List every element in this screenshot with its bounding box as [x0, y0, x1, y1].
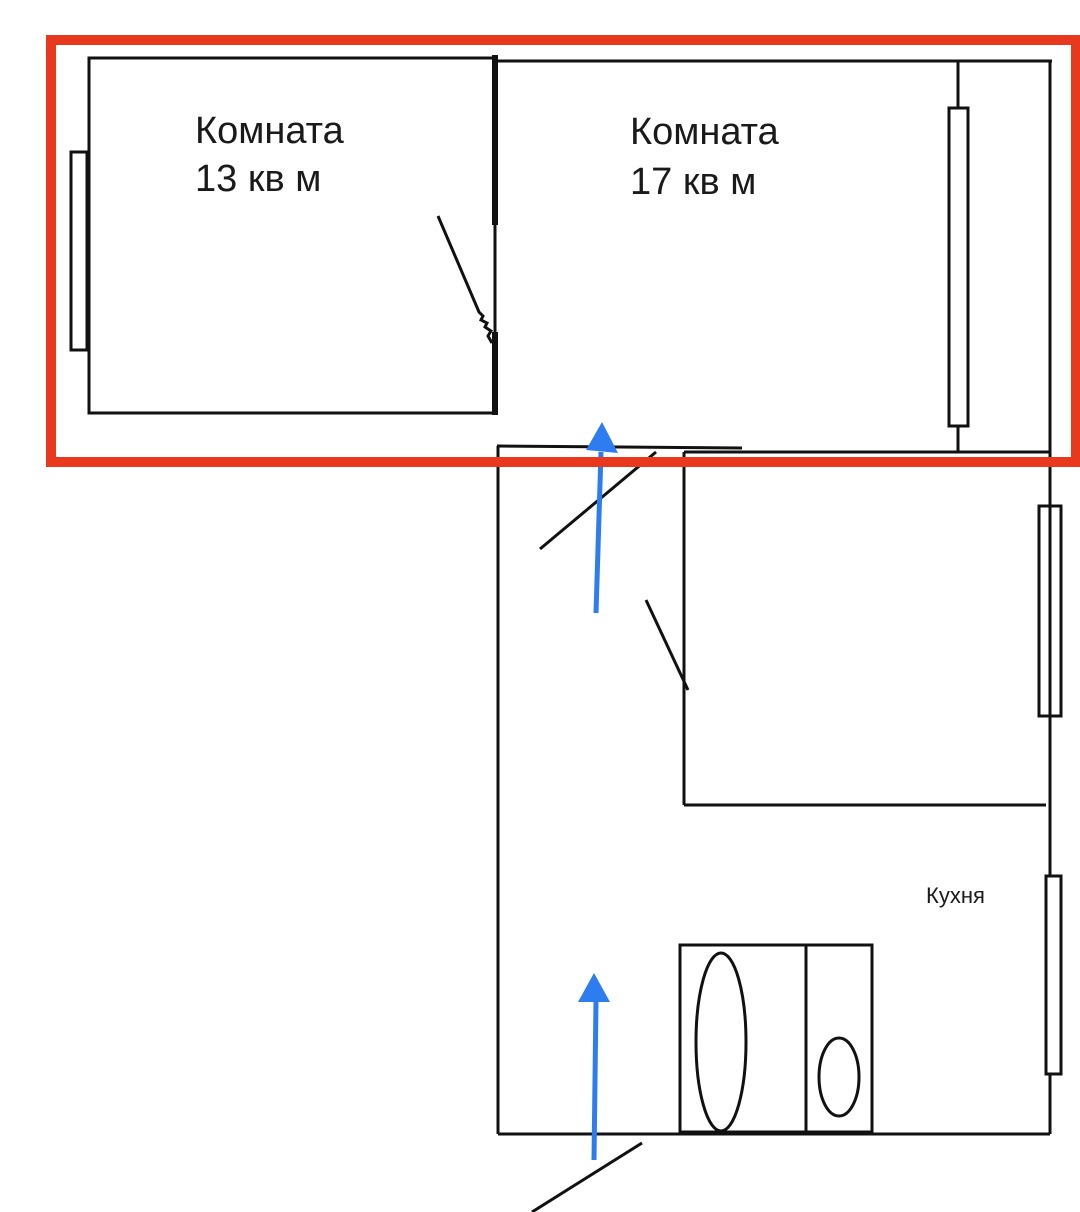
corridor-walls: [496, 446, 1052, 1136]
room-17-label-line1: Комната: [630, 111, 780, 153]
middle-room-door-swing: [644, 599, 690, 691]
room-13-walls: [87, 56, 497, 415]
left-window: [69, 150, 89, 352]
kitchen-window: [1044, 874, 1063, 1076]
arrow-up-icon: [586, 422, 618, 614]
room-17-window: [947, 106, 970, 428]
bath-fixtures: [678, 943, 874, 1134]
bathtub-icon: [694, 951, 748, 1133]
entrance-door-swing: [531, 1141, 643, 1212]
door-13-swing: [436, 215, 494, 344]
middle-room-walls: [682, 450, 1046, 807]
sink-icon: [817, 1036, 861, 1118]
room-13-label-line1: Комната: [195, 110, 345, 152]
kitchen-label: Кухня: [926, 883, 985, 908]
room-17-label-line2: 17 кв м: [630, 161, 756, 203]
room-13-label-line2: 13 кв м: [195, 158, 321, 200]
middle-room-window: [1037, 504, 1063, 718]
highlight-frame: [46, 35, 1080, 467]
arrow-up-icon: [578, 973, 610, 1161]
